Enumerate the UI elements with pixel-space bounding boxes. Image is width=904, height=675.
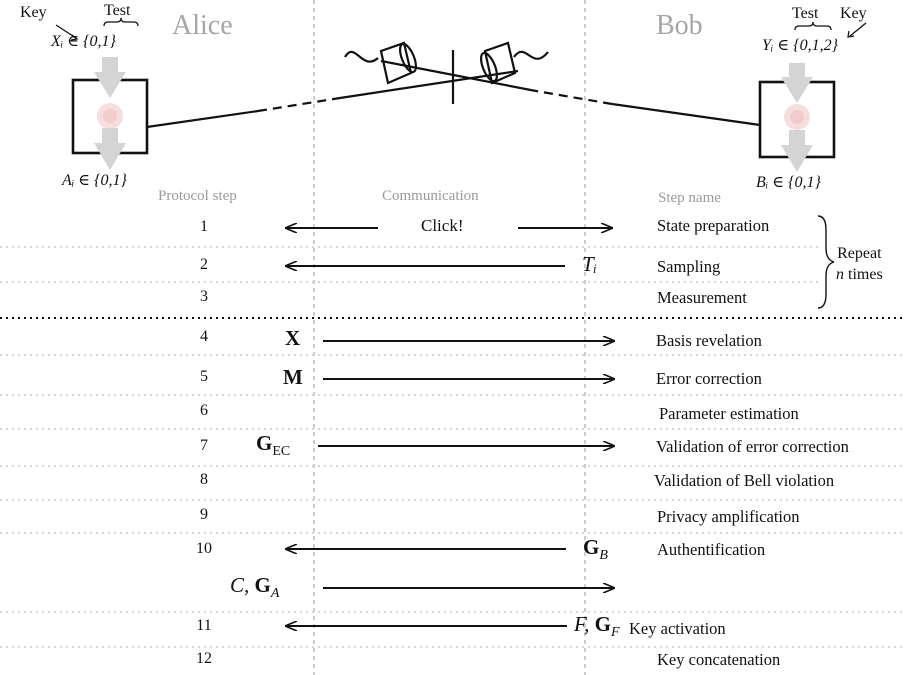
header-communication: Communication bbox=[382, 188, 479, 204]
repeat-note: Repeat n times bbox=[836, 243, 883, 285]
header-step-name: Step name bbox=[658, 190, 721, 206]
message-c-prefix: C, bbox=[230, 573, 255, 597]
row-separators bbox=[0, 246, 904, 648]
message-g-ec: GEC bbox=[256, 431, 290, 460]
alice-input-label: Xᵢ ∈ {0,1} bbox=[51, 33, 116, 50]
message-click: Click! bbox=[421, 216, 464, 235]
message-g-ec-sub: EC bbox=[272, 444, 291, 460]
entanglement-source-left bbox=[344, 41, 418, 85]
step-number: 1 bbox=[200, 218, 208, 235]
step-number: 6 bbox=[200, 402, 208, 419]
repeat-note-n: n bbox=[836, 266, 844, 283]
step-name: Privacy amplification bbox=[657, 507, 800, 526]
alice-output-label: Aᵢ ∈ {0,1} bbox=[62, 172, 127, 189]
bob-test-label: Test bbox=[792, 5, 819, 22]
message-g-f-sub: F bbox=[610, 625, 620, 641]
message-m: M bbox=[283, 365, 303, 389]
message-g-b: GB bbox=[583, 535, 608, 564]
message-f-g-f: F, GF bbox=[574, 612, 620, 641]
step-number: 7 bbox=[200, 437, 208, 454]
step-name: Validation of Bell violation bbox=[654, 471, 835, 490]
fibre-links bbox=[146, 50, 761, 129]
alice-key-label: Key bbox=[20, 4, 47, 21]
bob-device bbox=[758, 63, 836, 172]
message-g-a-sub: A bbox=[270, 586, 280, 602]
step-number: 10 bbox=[196, 540, 212, 557]
alice-label: Alice bbox=[172, 10, 233, 41]
step-number: 3 bbox=[200, 288, 208, 305]
step-number: 8 bbox=[200, 471, 208, 488]
message-g-f-symbol: G bbox=[594, 612, 611, 636]
step-number: 2 bbox=[200, 256, 208, 273]
step-name: Measurement bbox=[657, 288, 747, 307]
repeat-note-line1: Repeat bbox=[837, 245, 882, 262]
step-name: Key concatenation bbox=[657, 650, 781, 669]
step-name: Parameter estimation bbox=[659, 404, 799, 423]
communication-arrows bbox=[286, 228, 614, 626]
message-g-b-sub: B bbox=[599, 548, 608, 564]
step-number: 5 bbox=[200, 368, 208, 385]
message-x: X bbox=[285, 326, 301, 350]
step-name: Authentification bbox=[657, 540, 766, 559]
step-number: 9 bbox=[200, 506, 208, 523]
bob-input-label: Yᵢ ∈ {0,1,2} bbox=[762, 37, 839, 54]
step-name: Key activation bbox=[629, 619, 726, 638]
alice-device bbox=[71, 57, 149, 170]
message-t: Tᵢ bbox=[582, 252, 598, 276]
step-name: Error correction bbox=[656, 369, 762, 388]
step-number: 4 bbox=[200, 328, 208, 345]
step-name: Basis revelation bbox=[656, 331, 762, 350]
bob-key-label: Key bbox=[840, 5, 867, 22]
repeat-brace bbox=[817, 215, 835, 309]
step-number: 12 bbox=[196, 650, 212, 667]
step-name: State preparation bbox=[657, 216, 770, 235]
message-f-prefix: F, bbox=[574, 612, 595, 636]
alice-key-test-annotation bbox=[55, 17, 139, 41]
bob-key-test-annotation bbox=[794, 21, 867, 38]
message-g-a-symbol: G bbox=[254, 573, 271, 597]
message-g-ec-symbol: G bbox=[256, 431, 273, 455]
message-c-g-a: C, GA bbox=[230, 573, 279, 602]
entanglement-source-right bbox=[479, 41, 549, 85]
bob-output-label: Bᵢ ∈ {0,1} bbox=[756, 174, 821, 191]
header-protocol-step: Protocol step bbox=[158, 188, 237, 204]
bob-label: Bob bbox=[656, 10, 703, 41]
message-g-b-symbol: G bbox=[583, 535, 600, 559]
alice-test-label: Test bbox=[104, 2, 131, 19]
repeat-note-line2: times bbox=[844, 266, 883, 283]
step-number: 11 bbox=[196, 617, 212, 634]
step-name: Sampling bbox=[657, 257, 721, 276]
step-name: Validation of error correction bbox=[656, 437, 849, 456]
